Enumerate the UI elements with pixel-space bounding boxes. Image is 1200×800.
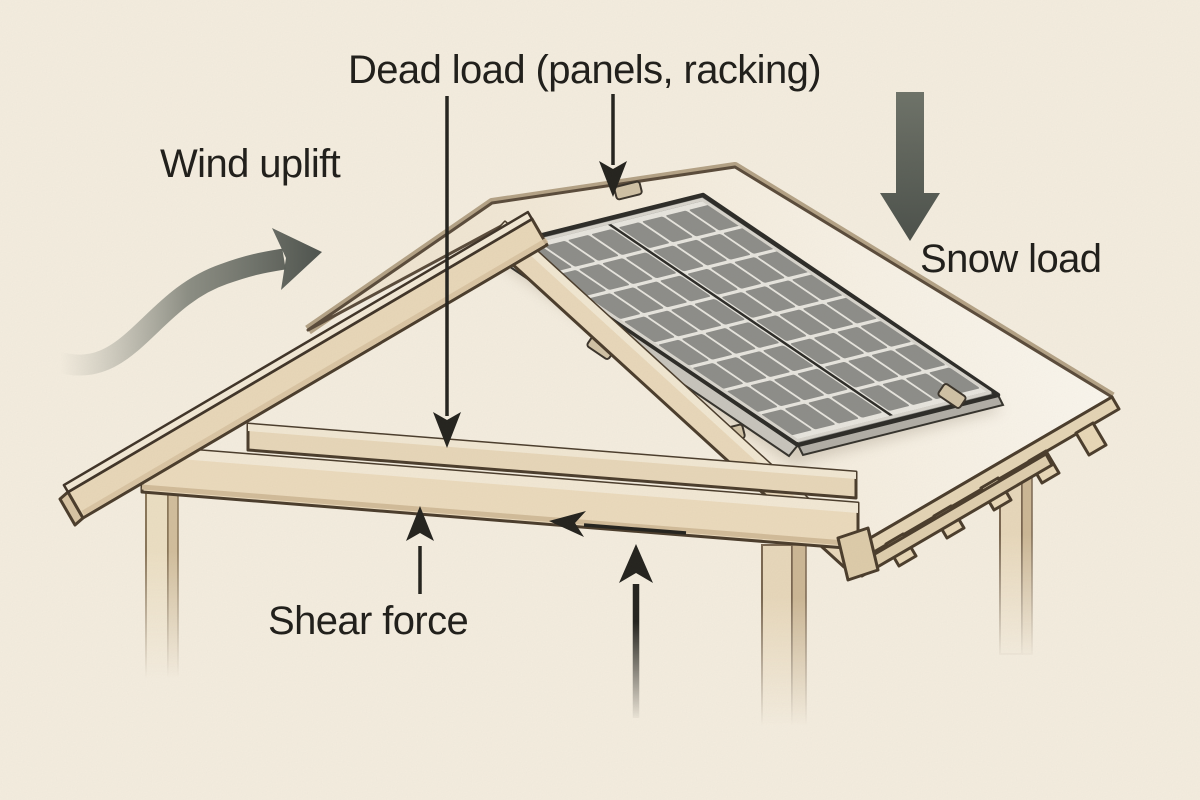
- label-shear-force: Shear force: [268, 599, 468, 643]
- post-front-right: [761, 544, 807, 728]
- label-wind-uplift: Wind uplift: [160, 142, 341, 186]
- label-dead-load: Dead load (panels, racking): [348, 48, 821, 92]
- post-left: [145, 477, 179, 679]
- label-snow-load: Snow load: [920, 237, 1101, 281]
